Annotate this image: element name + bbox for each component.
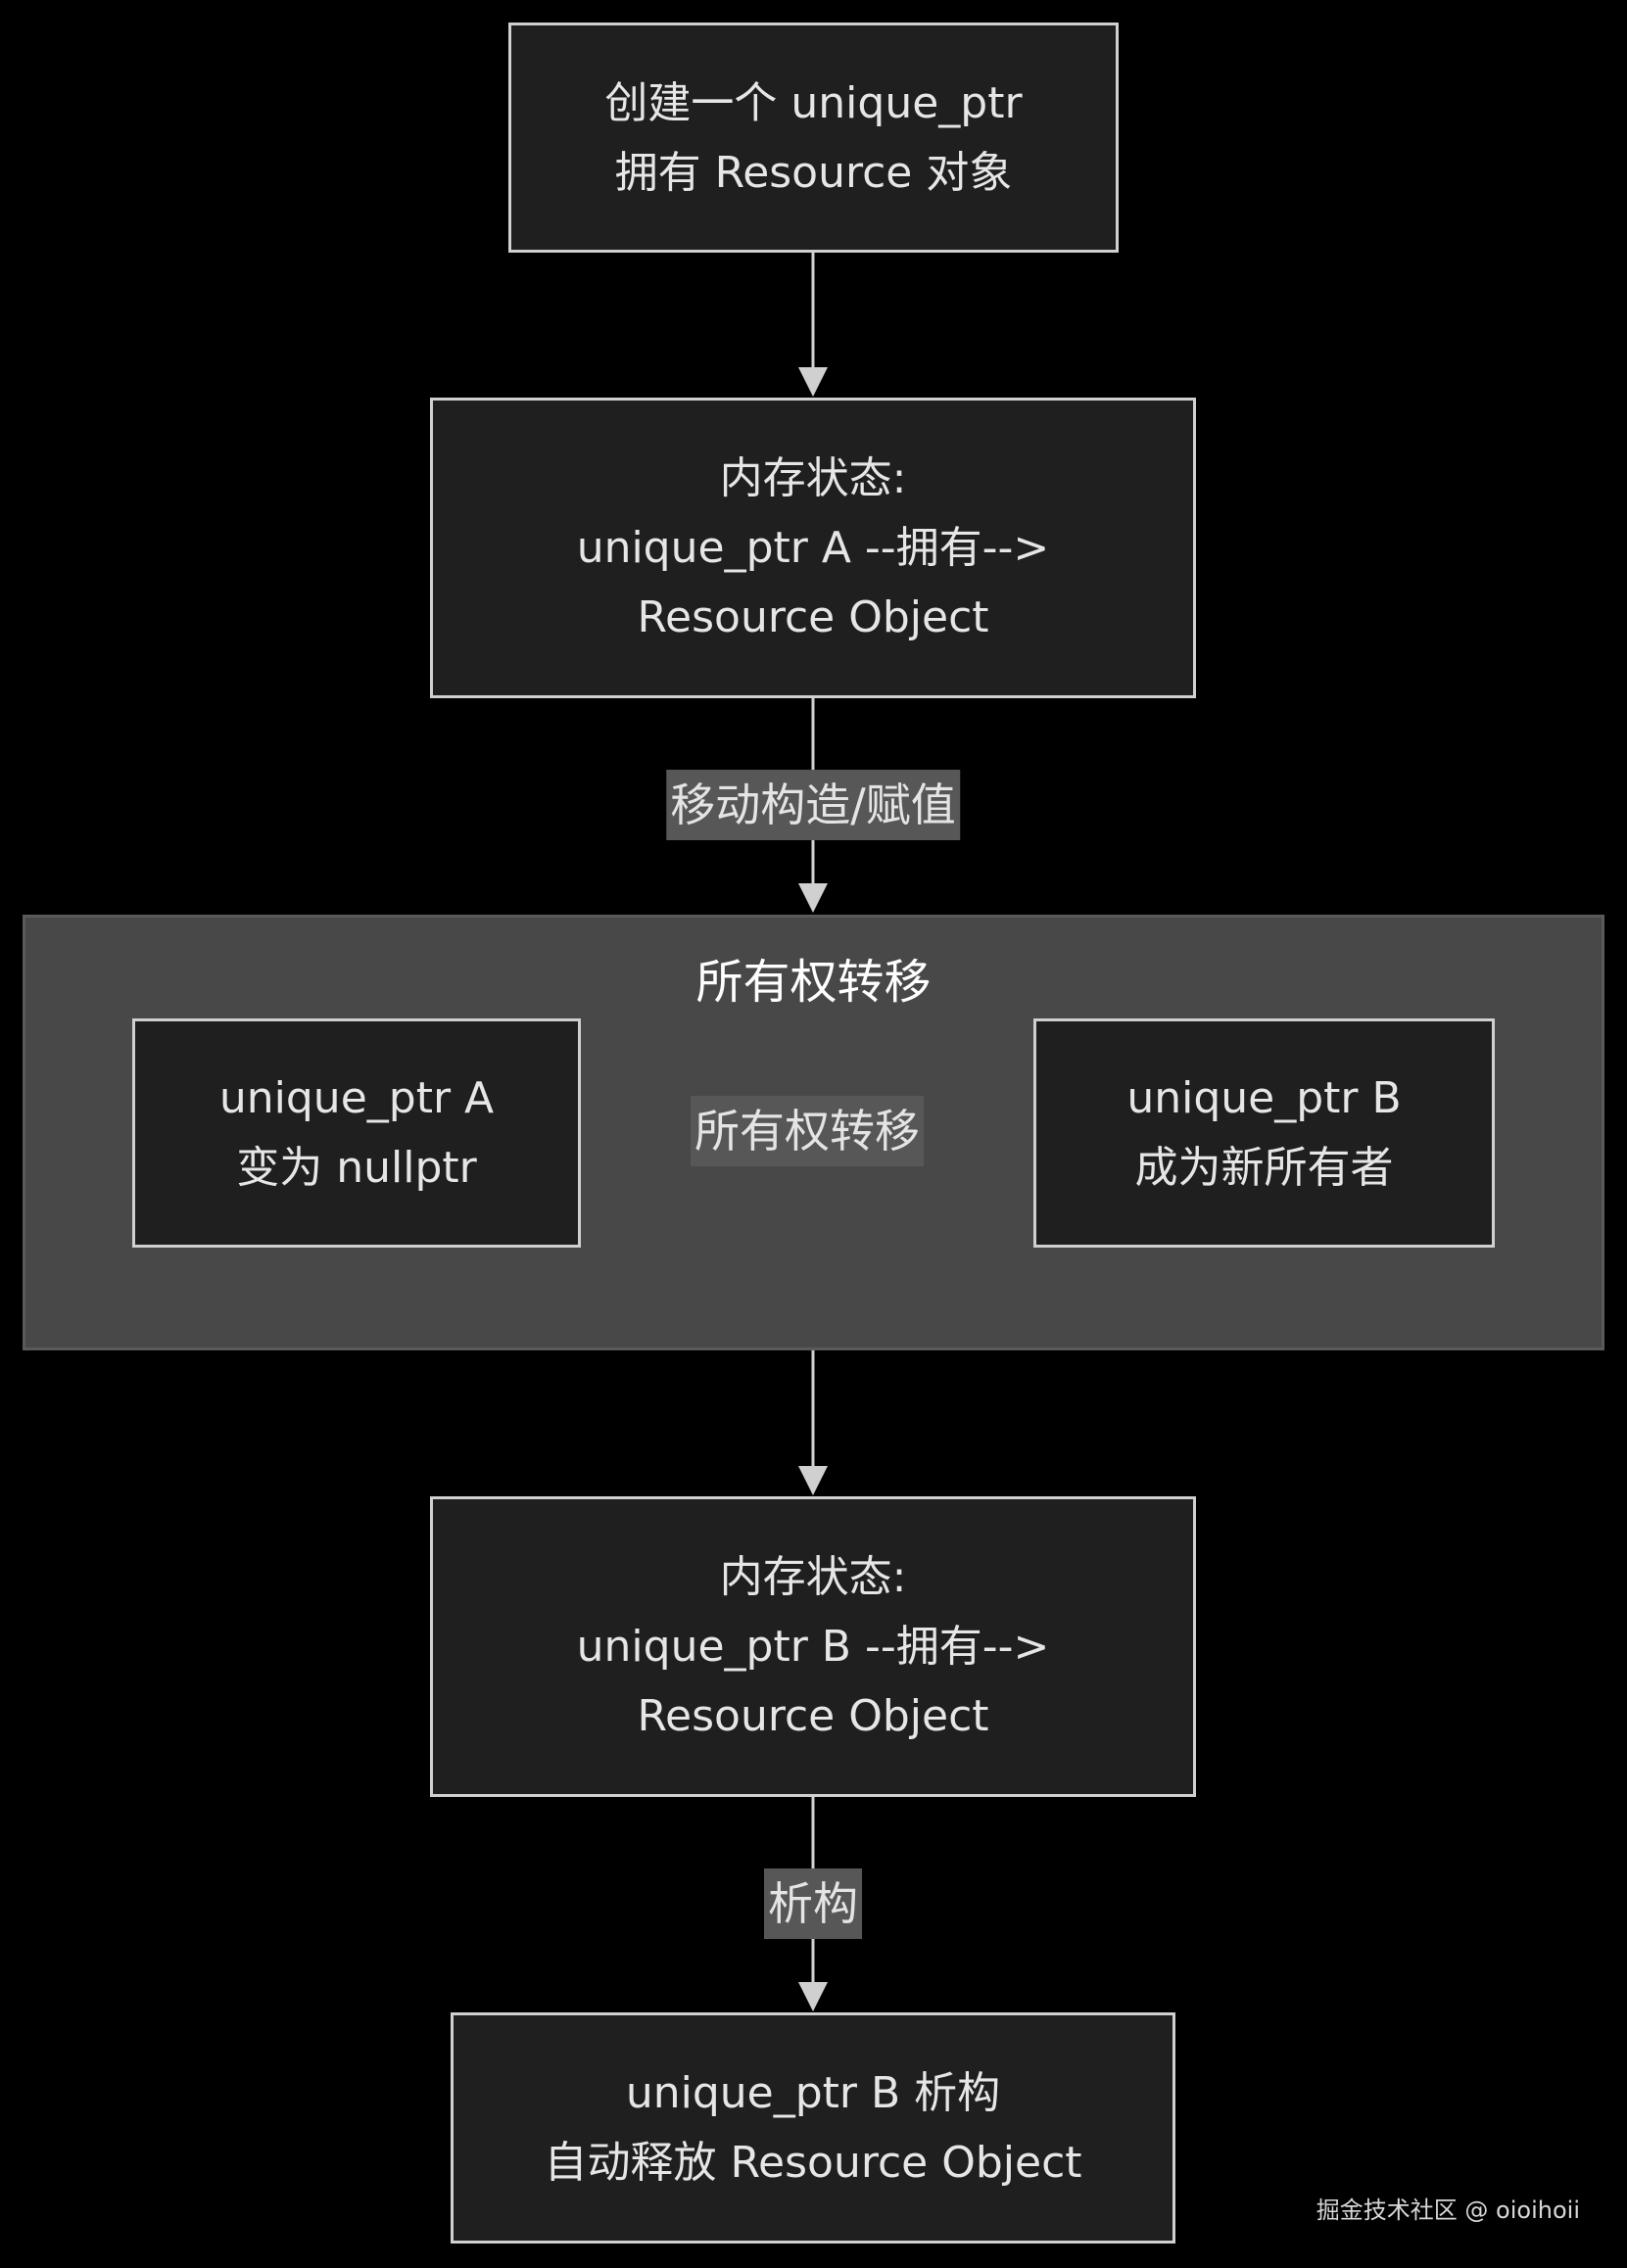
state1-line-1: 内存状态: [719,453,907,503]
ptrB-line-2: 成为新所有者 [1134,1143,1394,1193]
destruct-node: unique_ptr B 析构 自动释放 Resource Object [451,2012,1175,2244]
ptr-a-nullptr-node: unique_ptr A 变为 nullptr [132,1018,581,1248]
state2-line-1: 内存状态: [719,1552,907,1602]
ptrA-line-2: 变为 nullptr [236,1143,477,1193]
memory-state-b-node: 内存状态: unique_ptr B --拥有--> Resource Obje… [430,1496,1196,1797]
edge-label-move: 移动构造/赋值 [666,770,960,840]
destruct-line-2: 自动释放 Resource Object [544,2138,1082,2188]
ptrB-line-1: unique_ptr B [1126,1073,1402,1123]
edge-label-transfer: 所有权转移 [691,1096,924,1166]
edge-label-destruct: 析构 [764,1868,862,1939]
state2-line-2: unique_ptr B --拥有--> [576,1622,1050,1672]
memory-state-a-node: 内存状态: unique_ptr A --拥有--> Resource Obje… [430,398,1196,698]
ptrA-line-1: unique_ptr A [218,1073,495,1123]
create-line-2: 拥有 Resource 对象 [614,147,1013,198]
ptr-b-new-owner-node: unique_ptr B 成为新所有者 [1033,1018,1495,1248]
state1-line-2: unique_ptr A --拥有--> [576,523,1050,573]
create-node: 创建一个 unique_ptr 拥有 Resource 对象 [508,23,1119,253]
destruct-line-1: unique_ptr B 析构 [625,2068,1001,2118]
watermark: 掘金技术社区 @ oioihoii [1316,2197,1580,2224]
state1-line-3: Resource Object [637,592,989,642]
group-title: 所有权转移 [695,955,932,1010]
create-line-1: 创建一个 unique_ptr [604,77,1023,128]
state2-line-3: Resource Object [637,1691,989,1741]
